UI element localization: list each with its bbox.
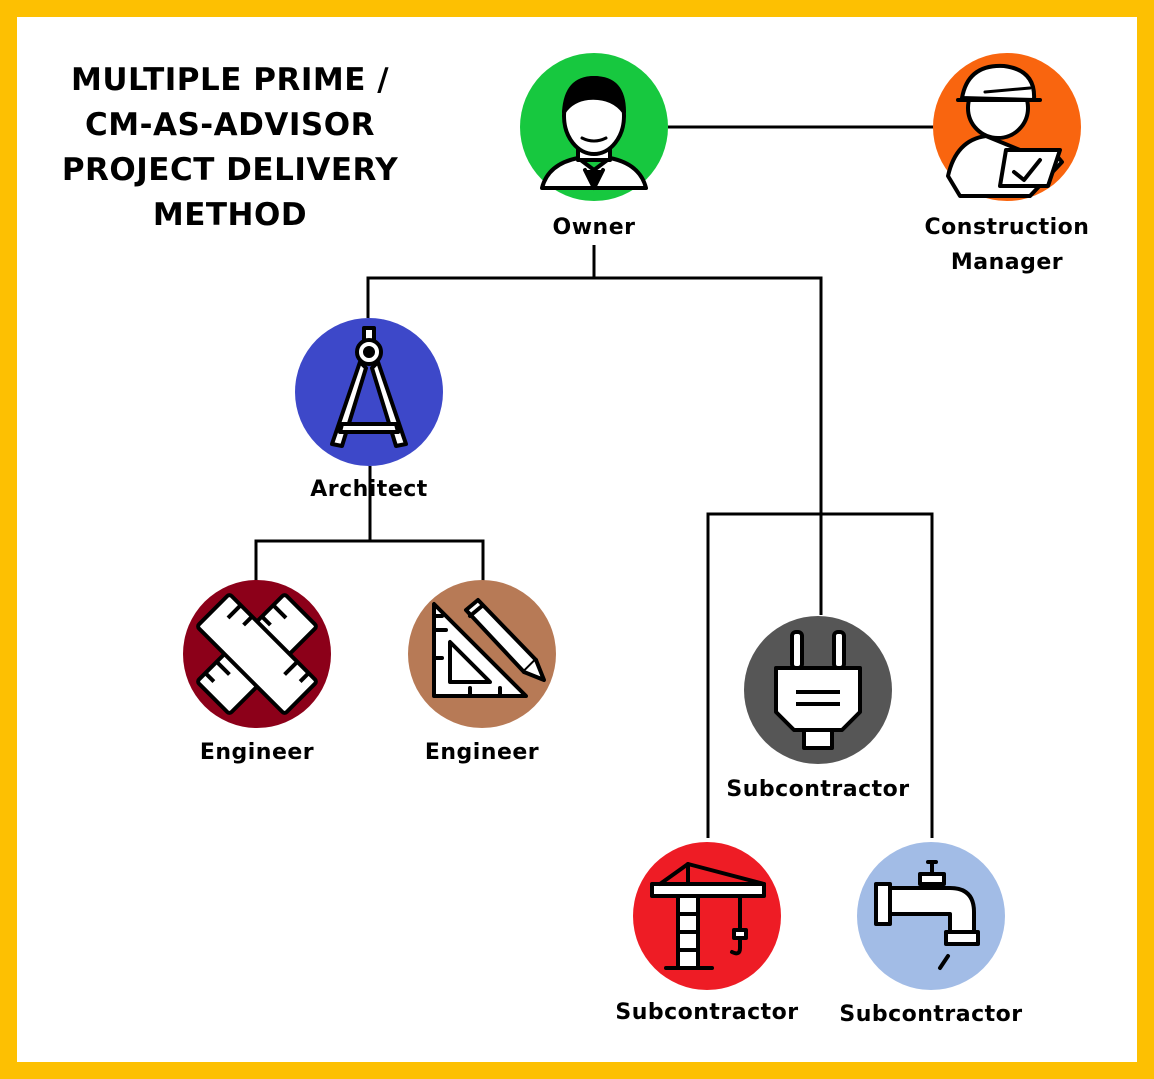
- engineer-2-node: [408, 580, 556, 728]
- connector-subcontractor-bus: [706, 512, 934, 838]
- subcontractor-electrical-node: [744, 616, 892, 764]
- subcontractor-plumbing-node: [857, 842, 1005, 990]
- set-square-pencil-icon: [432, 598, 546, 698]
- title-line-3: PROJECT DELIVERY: [61, 152, 399, 188]
- engineer-1-node: [183, 580, 331, 728]
- construction-manager-label: Construction Manager: [877, 210, 1137, 280]
- crane-icon: [650, 862, 766, 970]
- subcontractor-crane-node: [633, 842, 781, 990]
- person-icon: [540, 76, 648, 190]
- owner-node: [520, 53, 668, 201]
- architect-node: [295, 318, 443, 466]
- title-line-4: METHOD: [152, 197, 308, 233]
- construction-manager-label-line-2: Manager: [950, 250, 1064, 275]
- title-line-2: CM-AS-ADVISOR: [85, 107, 375, 143]
- architect-circle: [295, 318, 443, 466]
- crossed-rulers-icon: [196, 593, 318, 715]
- worker-helmet-icon: [946, 63, 1064, 198]
- engineer-1-label: Engineer: [199, 740, 315, 765]
- construction-manager-node: [933, 53, 1081, 201]
- water-tap-icon: [874, 860, 980, 970]
- diagram-title: MULTIPLE PRIME / CM-AS-ADVISOR PROJECT D…: [50, 58, 410, 238]
- engineer-2-label: Engineer: [424, 740, 540, 765]
- connector-engineers-bus: [254, 539, 485, 581]
- owner-label: Owner: [552, 215, 636, 240]
- subcontractor-electrical-label: Subcontractor: [726, 777, 910, 802]
- drafting-compass-icon: [330, 326, 408, 448]
- power-plug-icon: [774, 630, 862, 750]
- connector-lines: [254, 125, 934, 838]
- connector-owner-architect: [366, 276, 823, 615]
- architect-label: Architect: [310, 477, 428, 502]
- construction-manager-label-line-1: Construction: [924, 215, 1090, 240]
- subcontractor-plumbing-label: Subcontractor: [839, 1002, 1023, 1027]
- subcontractor-crane-label: Subcontractor: [615, 1000, 799, 1025]
- title-line-1: MULTIPLE PRIME /: [70, 62, 390, 98]
